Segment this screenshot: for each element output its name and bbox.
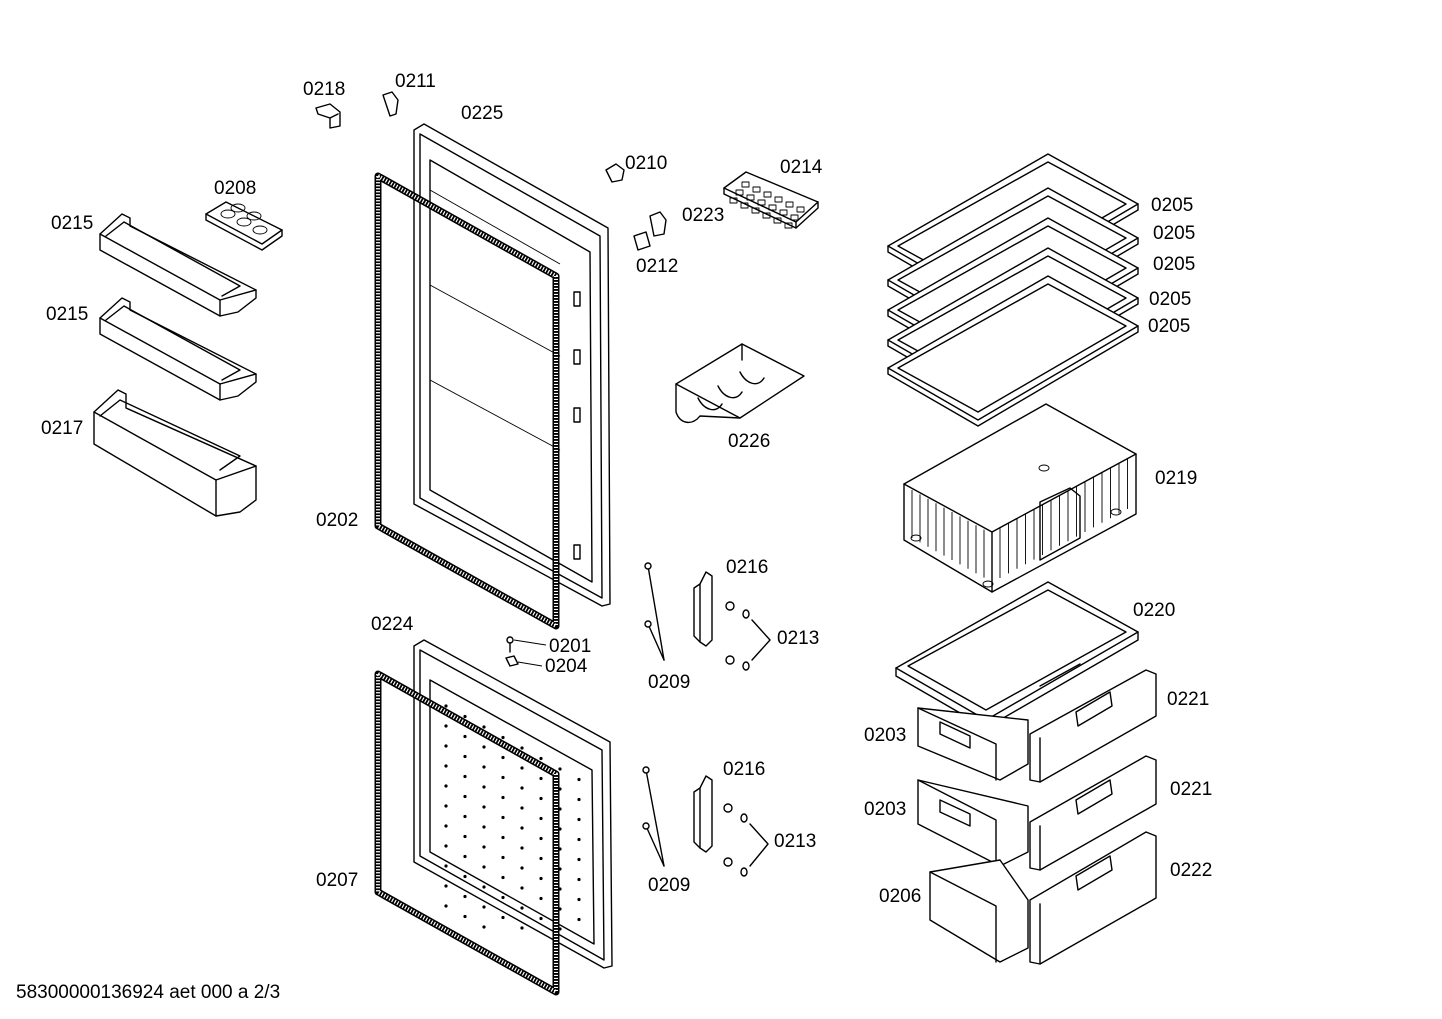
leader-0204 — [517, 661, 543, 667]
label-0205-1: 0205 — [1151, 195, 1193, 216]
part-0202-upper-door-gasket — [374, 172, 560, 630]
part-0203-drawer-1 — [917, 707, 1029, 781]
label-0209-1: 0209 — [648, 672, 690, 693]
label-0205-4: 0205 — [1149, 289, 1191, 310]
part-0211-clip — [382, 91, 399, 117]
part-0221-drawer-front-2 — [1029, 755, 1157, 871]
part-0215-door-shelf-2 — [99, 297, 257, 401]
label-0216-1: 0216 — [726, 557, 768, 578]
part-0221-drawer-front-1 — [1029, 669, 1157, 783]
part-0206-drawer-3 — [929, 859, 1029, 963]
label-0215-1: 0215 — [51, 213, 93, 234]
part-0219-crisper-box — [903, 403, 1137, 593]
label-0207: 0207 — [316, 870, 358, 891]
label-0215-2: 0215 — [46, 304, 88, 325]
part-0222-drawer-front-3 — [1029, 831, 1157, 965]
part-0224-lower-door-liner — [413, 639, 613, 969]
label-0221-1: 0221 — [1167, 689, 1209, 710]
label-0211: 0211 — [395, 71, 436, 92]
part-0203-drawer-2 — [917, 779, 1029, 867]
part-0205-glass-shelves — [887, 153, 1139, 427]
label-0226: 0226 — [728, 431, 770, 452]
label-0212: 0212 — [636, 256, 678, 277]
part-0208-egg-tray — [205, 201, 283, 251]
label-0222: 0222 — [1170, 860, 1212, 881]
label-0220: 0220 — [1133, 600, 1175, 621]
part-0204-block — [505, 655, 519, 667]
label-0213-2: 0213 — [774, 831, 816, 852]
label-0205-2: 0205 — [1153, 223, 1195, 244]
label-0204: 0204 — [545, 656, 588, 677]
label-0218: 0218 — [303, 79, 345, 100]
part-0207-lower-door-gasket — [374, 670, 560, 996]
label-0203-1: 0203 — [864, 725, 906, 746]
label-0217: 0217 — [41, 418, 83, 439]
label-0210: 0210 — [625, 153, 667, 174]
part-0223-0212-hinge — [633, 211, 667, 251]
label-0224: 0224 — [371, 614, 414, 635]
label-0213-1: 0213 — [777, 628, 819, 649]
label-0203-2: 0203 — [864, 799, 906, 820]
part-0216-upper-handle — [693, 571, 713, 647]
label-0225: 0225 — [461, 103, 503, 124]
label-0201: 0201 — [549, 636, 591, 657]
part-0226-bottle-holder — [675, 343, 805, 423]
part-0225-upper-door-liner — [413, 123, 611, 607]
part-0210-bracket — [605, 163, 625, 183]
label-0205-3: 0205 — [1153, 254, 1195, 275]
label-0223: 0223 — [682, 205, 724, 226]
label-0209-2: 0209 — [648, 875, 690, 896]
label-0208: 0208 — [214, 178, 256, 199]
part-0217-bottle-shelf — [93, 389, 257, 517]
leader-0201 — [513, 639, 547, 646]
glass-shelf — [887, 275, 1139, 427]
label-0214: 0214 — [780, 157, 823, 178]
part-0216-lower-handle — [693, 775, 713, 853]
part-0214-ice-tray — [723, 171, 819, 229]
part-0201-screw — [506, 636, 514, 653]
part-0215-door-shelf-1 — [99, 213, 257, 317]
part-0218-hinge-cover — [315, 103, 341, 129]
label-0221-2: 0221 — [1170, 779, 1212, 800]
label-0202: 0202 — [316, 510, 358, 531]
label-0219: 0219 — [1155, 468, 1197, 489]
label-0216-2: 0216 — [723, 759, 765, 780]
footer-document-id: 58300000136924 aet 000 a 2/3 — [16, 982, 280, 1003]
part-0209-0213-screws — [642, 562, 771, 877]
label-0206: 0206 — [879, 886, 921, 907]
label-0205-5: 0205 — [1148, 316, 1190, 337]
